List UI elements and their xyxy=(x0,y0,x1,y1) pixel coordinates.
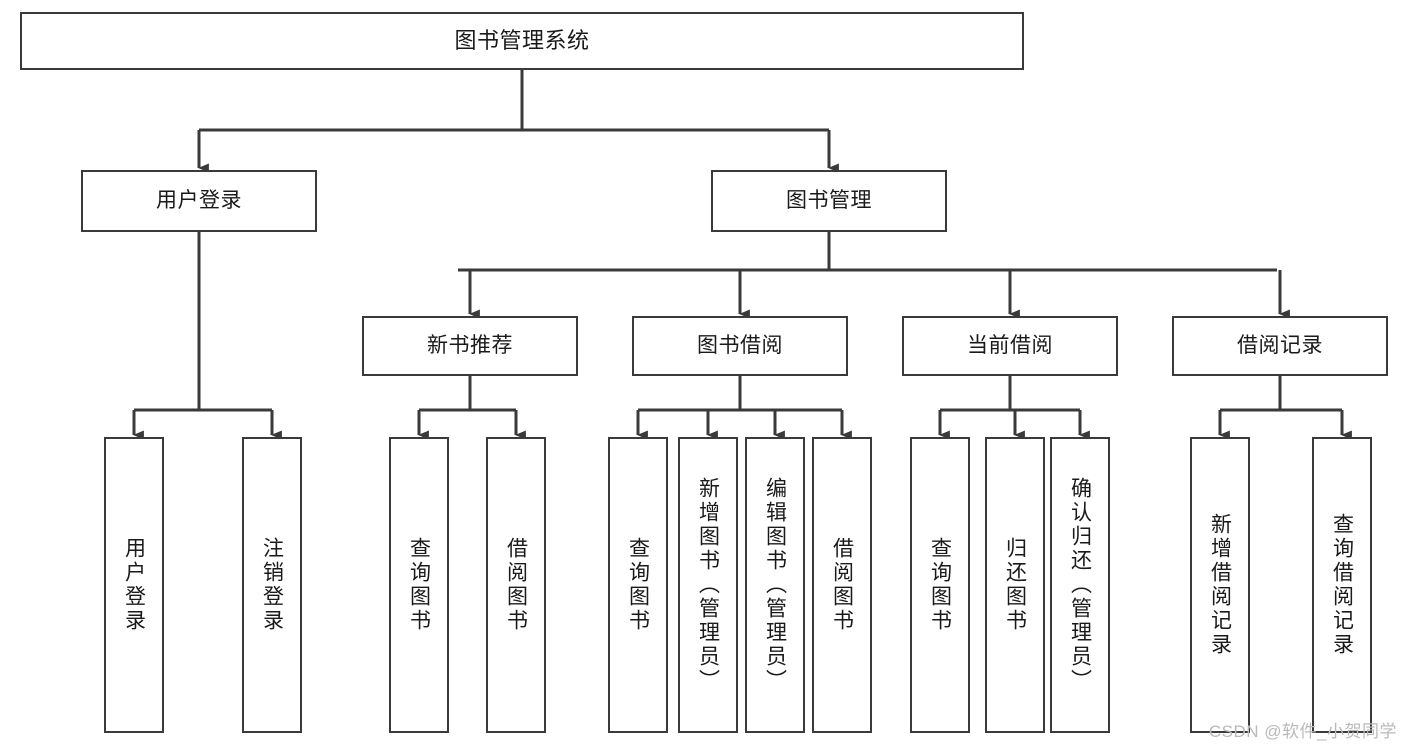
node-leaf-borrow-book-2[interactable]: 借阅图书 xyxy=(812,437,872,733)
node-book-manage-label: 图书管理 xyxy=(786,189,872,213)
node-leaf-edit-book-admin[interactable]: 编辑图书（管理员） xyxy=(745,437,805,733)
node-user-login[interactable]: 用户登录 xyxy=(81,170,317,232)
node-current-borrow[interactable]: 当前借阅 xyxy=(902,316,1118,376)
node-leaf-borrow-book-1-label: 借阅图书 xyxy=(504,537,528,633)
node-leaf-return-book-label: 归还图书 xyxy=(1003,537,1027,633)
node-leaf-confirm-return-admin[interactable]: 确认归还（管理员） xyxy=(1050,437,1110,733)
node-leaf-borrow-book-1[interactable]: 借阅图书 xyxy=(486,437,546,733)
node-leaf-query-book-2-label: 查询图书 xyxy=(626,537,650,633)
node-leaf-query-borrow-record[interactable]: 查询借阅记录 xyxy=(1312,437,1372,733)
node-root[interactable]: 图书管理系统 xyxy=(20,12,1024,70)
node-current-borrow-label: 当前借阅 xyxy=(967,334,1053,358)
node-user-login-label: 用户登录 xyxy=(156,189,242,213)
node-leaf-query-book-2[interactable]: 查询图书 xyxy=(608,437,668,733)
node-leaf-borrow-book-2-label: 借阅图书 xyxy=(830,537,854,633)
node-leaf-query-book-1[interactable]: 查询图书 xyxy=(389,437,449,733)
node-leaf-user-logout-label: 注销登录 xyxy=(260,537,284,633)
node-leaf-query-book-3-label: 查询图书 xyxy=(928,537,952,633)
node-leaf-query-borrow-record-label: 查询借阅记录 xyxy=(1330,513,1354,657)
node-leaf-query-book-3[interactable]: 查询图书 xyxy=(910,437,970,733)
node-leaf-user-logout[interactable]: 注销登录 xyxy=(242,437,302,733)
node-new-book-rec-label: 新书推荐 xyxy=(427,334,513,358)
node-leaf-add-borrow-record-label: 新增借阅记录 xyxy=(1208,513,1232,657)
node-book-borrow[interactable]: 图书借阅 xyxy=(632,316,848,376)
node-root-label: 图书管理系统 xyxy=(454,27,590,53)
node-new-book-rec[interactable]: 新书推荐 xyxy=(362,316,578,376)
node-borrow-record[interactable]: 借阅记录 xyxy=(1172,316,1388,376)
node-leaf-user-login[interactable]: 用户登录 xyxy=(104,437,164,733)
node-book-manage[interactable]: 图书管理 xyxy=(711,170,947,232)
node-leaf-add-borrow-record[interactable]: 新增借阅记录 xyxy=(1190,437,1250,733)
node-leaf-return-book[interactable]: 归还图书 xyxy=(985,437,1045,733)
node-leaf-add-book-admin-label: 新增图书（管理员） xyxy=(696,477,720,693)
node-leaf-add-book-admin[interactable]: 新增图书（管理员） xyxy=(678,437,738,733)
node-book-borrow-label: 图书借阅 xyxy=(697,334,783,358)
node-leaf-user-login-label: 用户登录 xyxy=(122,537,146,633)
node-leaf-edit-book-admin-label: 编辑图书（管理员） xyxy=(763,477,787,693)
node-borrow-record-label: 借阅记录 xyxy=(1237,334,1323,358)
node-leaf-confirm-return-admin-label: 确认归还（管理员） xyxy=(1068,477,1092,693)
node-leaf-query-book-1-label: 查询图书 xyxy=(407,537,431,633)
